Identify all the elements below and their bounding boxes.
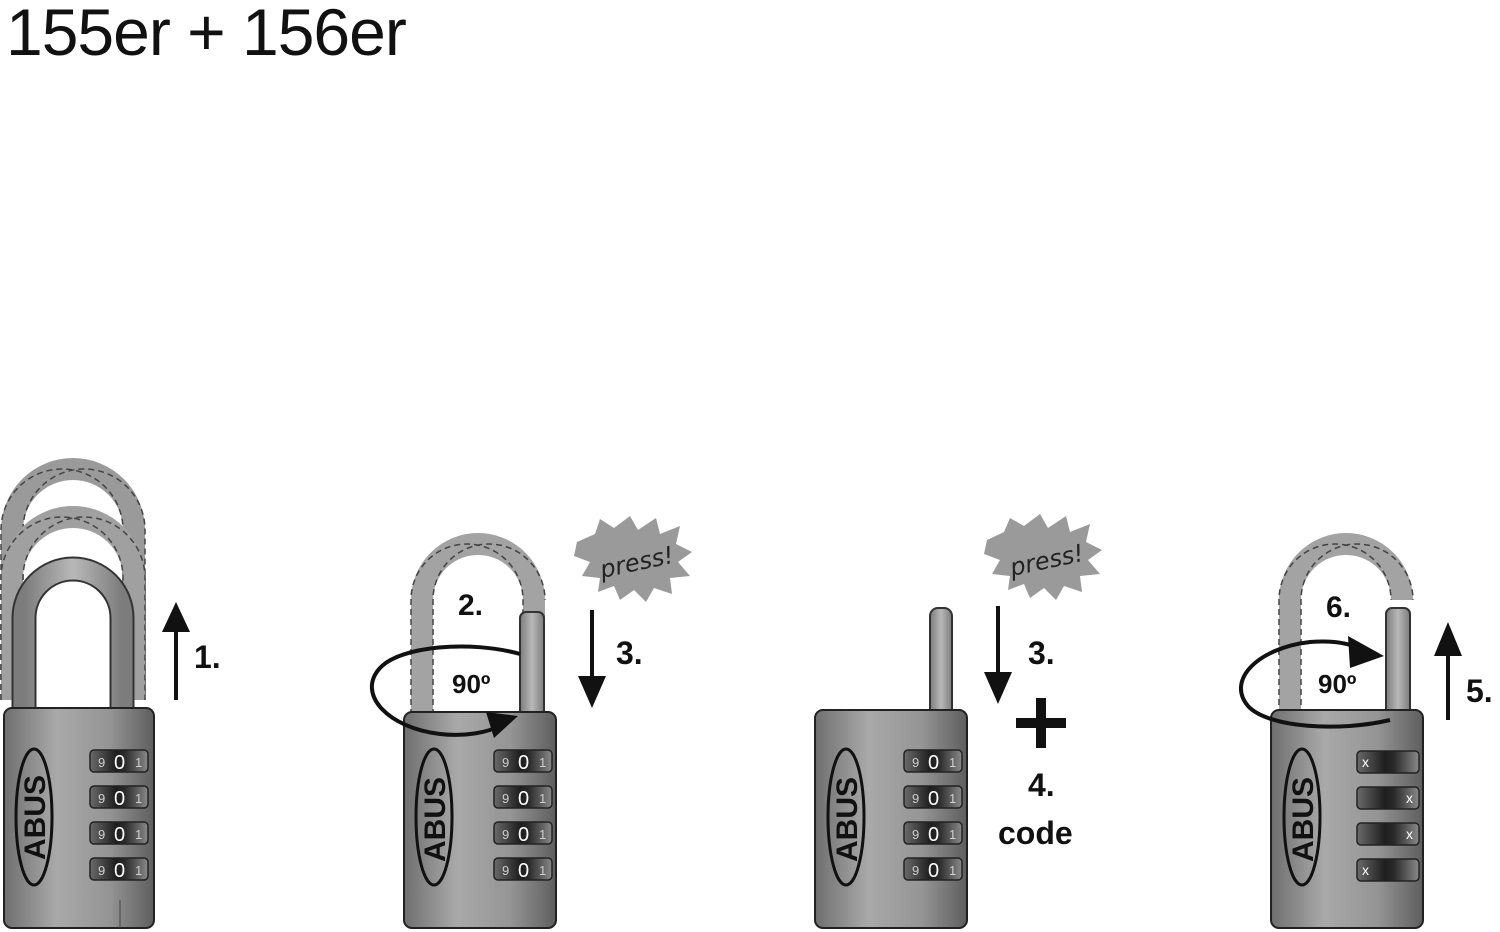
rotate-arrow-icon <box>1239 639 1391 729</box>
step-label-6: 6. <box>1326 591 1351 624</box>
brand-badge <box>14 747 54 887</box>
brand-logo: ABUS <box>19 775 52 860</box>
reset-mark: x <box>1362 754 1369 770</box>
step-label-5: 5. <box>1466 673 1493 709</box>
reset-mark: x <box>1406 790 1413 806</box>
step-label-2: 2. <box>458 589 483 622</box>
angle-label: 90º <box>1318 669 1357 699</box>
angle-label: 90º <box>452 669 491 699</box>
shackle-pin <box>1385 607 1411 719</box>
step-label-code: code <box>998 815 1073 851</box>
reset-mark: x <box>1362 862 1369 878</box>
step-label-3: 3. <box>616 635 643 671</box>
lock-step-2: 2. ABUS 90º press! 3. <box>369 516 692 929</box>
ghost-shackle <box>0 506 145 700</box>
ghost-shackle <box>0 458 145 700</box>
brand-badge <box>1282 747 1322 887</box>
brand-badge <box>826 747 866 887</box>
step-label-4: 4. <box>1028 767 1055 803</box>
lock-step-1: ABUS 1. <box>0 458 221 929</box>
step-label-1: 1. <box>194 639 221 675</box>
brand-logo: ABUS <box>831 777 864 862</box>
ghost-shackle <box>411 533 545 715</box>
press-burst-icon <box>574 516 692 602</box>
step-label-3: 3. <box>1028 635 1055 671</box>
reset-dials: x x x x <box>1356 750 1420 882</box>
reset-mark: x <box>1406 826 1413 842</box>
brand-badge <box>414 747 454 887</box>
press-burst-icon <box>984 514 1102 600</box>
shackle-pin <box>929 607 953 727</box>
lock-step-5-6: 6. ABUS x x x x 90º 5. <box>1239 533 1493 929</box>
rotate-arrow-icon <box>369 644 521 737</box>
brand-logo: ABUS <box>1287 777 1320 862</box>
page-title: 155er + 156er <box>6 0 407 69</box>
brand-logo: ABUS <box>419 777 452 862</box>
lock-step-3-4: ABUS press! 3. 4. code <box>814 514 1102 929</box>
